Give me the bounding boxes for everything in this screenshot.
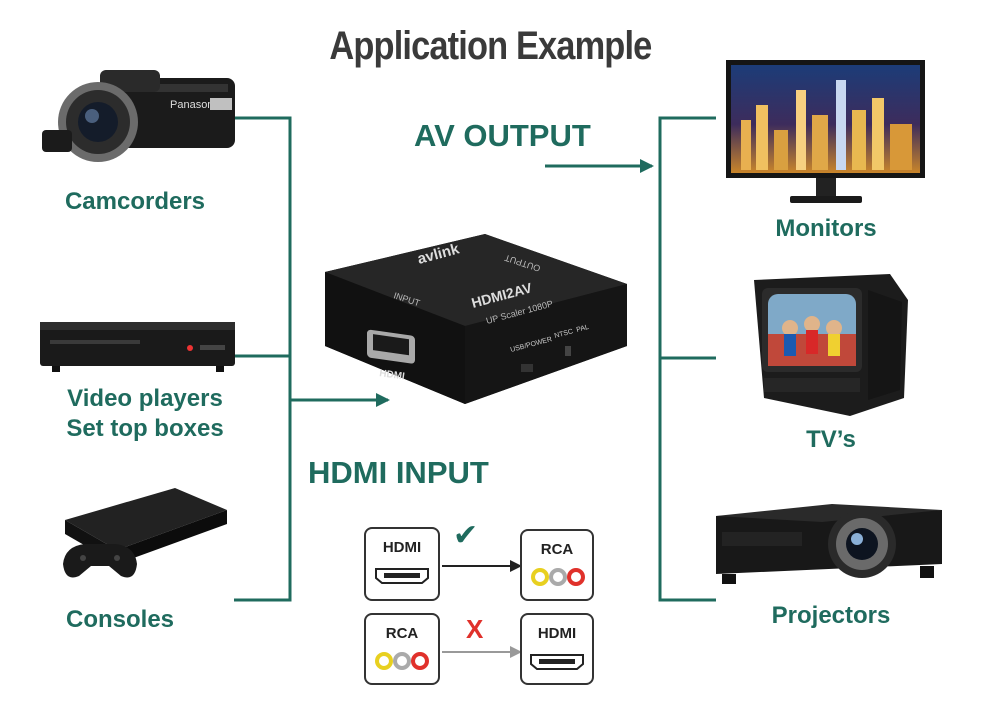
monitor-image <box>726 60 925 203</box>
left-bracket <box>234 116 292 602</box>
game-console-image <box>63 488 227 578</box>
rca-port-card: RCA <box>520 529 594 601</box>
camcorder-image: Panasonic <box>42 70 235 162</box>
check-icon: ✔ <box>453 519 479 552</box>
crt-tv-image <box>754 274 908 416</box>
hdmi-port-icon <box>530 654 584 670</box>
port-card-label: RCA <box>385 625 419 642</box>
source-label-video-players: Video players Set top boxes <box>66 385 224 442</box>
unsupported-arrow <box>442 646 522 658</box>
rca-port-card: RCA <box>364 613 440 685</box>
svg-text:Panasonic: Panasonic <box>170 99 222 111</box>
device-hdmi-port-label: HDMI <box>379 368 406 382</box>
hdmi-port-card: HDMI <box>364 527 440 601</box>
output-label-monitors: Monitors <box>775 215 877 242</box>
hdmi-port-icon <box>375 568 429 584</box>
output-label-projectors: Projectors <box>771 602 891 629</box>
source-label-camcorders: Camcorders <box>64 188 206 215</box>
switch-pal-label: PAL <box>576 324 590 334</box>
port-card-label: HDMI <box>382 539 422 556</box>
page-title: Application Example <box>329 24 652 68</box>
rca-jacks-icon <box>375 652 429 670</box>
supported-arrow <box>442 560 522 572</box>
port-card-label: HDMI <box>537 625 577 642</box>
av-output-label: AV OUTPUT <box>414 118 591 153</box>
port-card-label: RCA <box>540 541 574 558</box>
cross-icon: X <box>466 614 484 644</box>
switch-ntsc-label: NTSC <box>554 328 574 340</box>
hdmi-input-label: HDMI INPUT <box>308 455 489 490</box>
source-label-consoles: Consoles <box>65 606 175 633</box>
hdmi-port-card: HDMI <box>520 613 594 685</box>
output-label-tvs: TV’s <box>806 426 856 453</box>
projector-image <box>716 504 942 584</box>
video-player-image <box>40 322 235 372</box>
converter-device: avlink HDMI2AV UP Scaler 1080P INPUT OUT… <box>325 234 627 404</box>
rca-jacks-icon <box>531 568 585 586</box>
